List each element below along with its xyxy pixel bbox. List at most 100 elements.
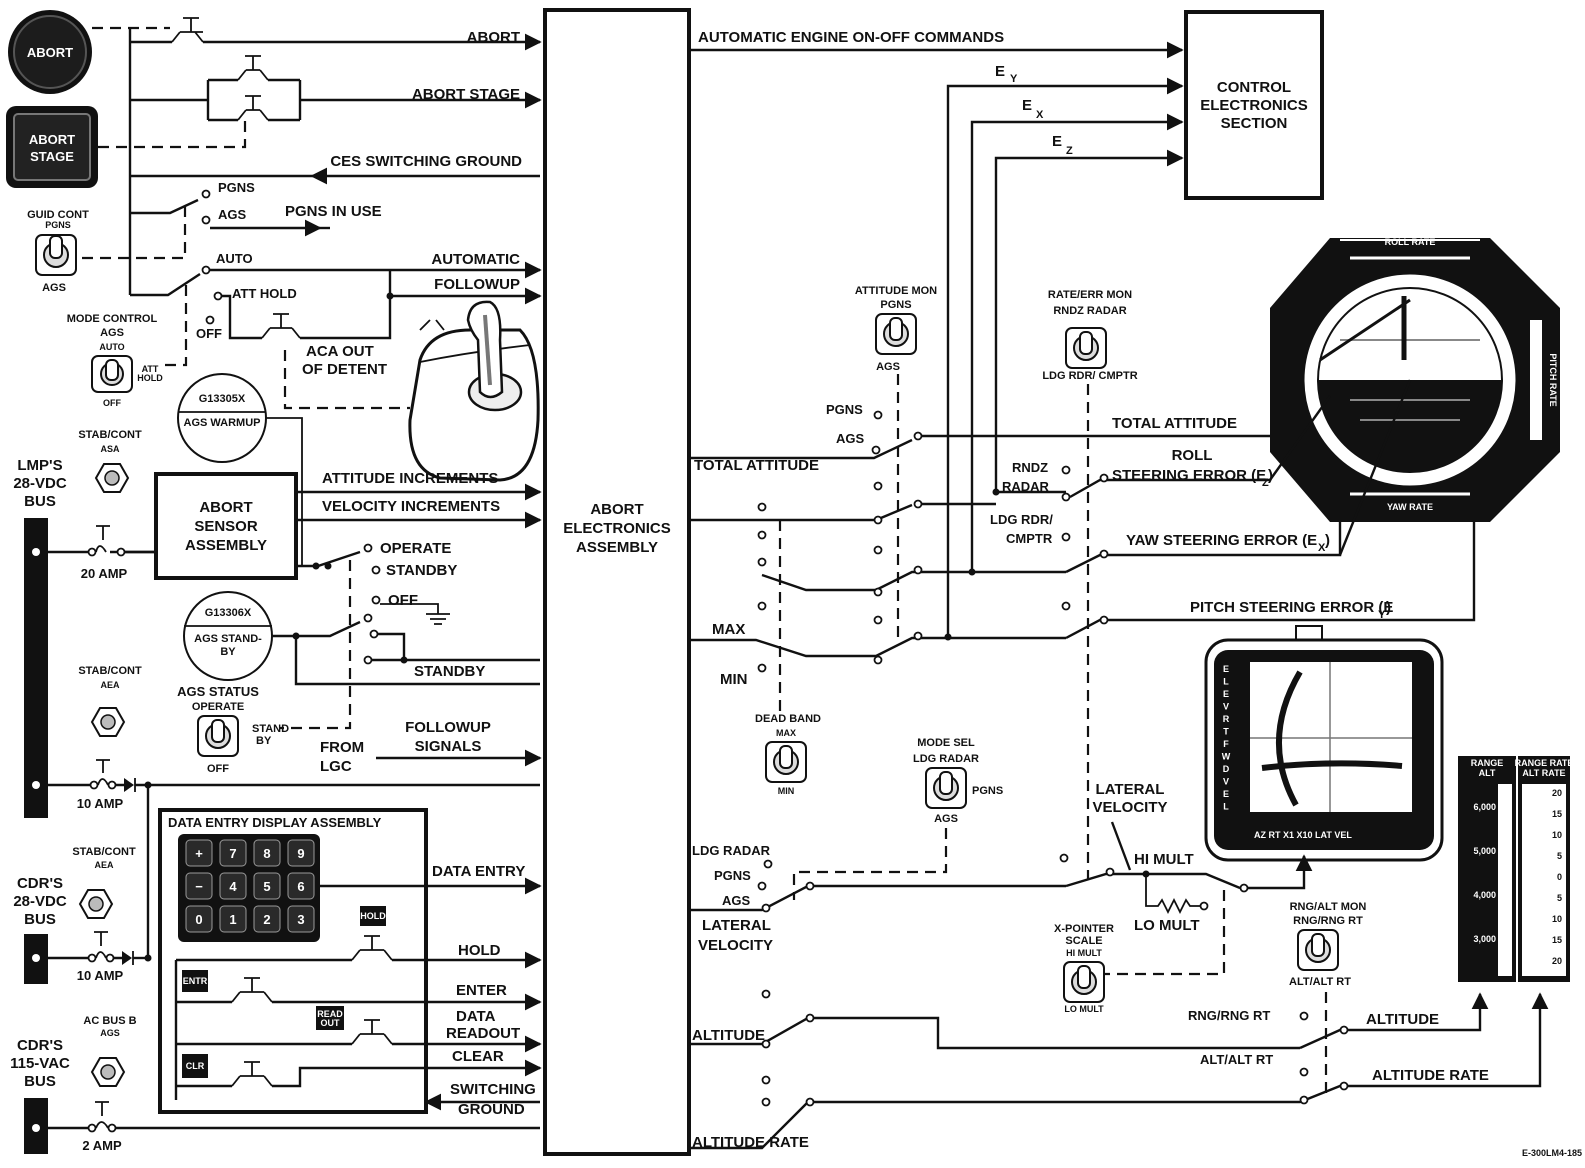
attitude-mon-toggle[interactable]: ATTITUDE MON PGNS AGS (855, 285, 937, 373)
x-pointer-elev-letter: T (1223, 727, 1229, 737)
pitch-steering-sub: Y (1378, 609, 1386, 621)
clr-key-label: CLR (186, 1061, 205, 1071)
data-entry-label: DATA ENTRY (432, 863, 525, 880)
mode-sel-label: MODE SEL (917, 737, 975, 749)
pgns-in-use-label: PGNS IN USE (285, 203, 382, 220)
cdr-115-bus-bar (24, 1098, 48, 1154)
guid-cont-label: GUID CONT (27, 209, 89, 221)
altitude-rate-left-label: ALTITUDE RATE (692, 1134, 809, 1151)
total-attitude-right-label: TOTAL ATTITUDE (1112, 415, 1237, 432)
pgns-pos-label: PGNS (826, 402, 863, 417)
roll-steering-close: ) (1268, 467, 1273, 484)
entr-key[interactable]: ENTR (182, 970, 208, 992)
max-label: MAX (712, 621, 745, 638)
readout-key[interactable]: READ OUT (316, 1006, 344, 1030)
mode-control-label: MODE CONTROL (67, 313, 158, 325)
switching-ground-label-1: SWITCHING (450, 1081, 536, 1098)
circuit-breaker-aea[interactable] (90, 707, 126, 737)
aea-box-label-2: ELECTRONICS (563, 520, 671, 537)
attitude-mon-ags-label: AGS (876, 361, 900, 373)
pgns-low-label: PGNS (714, 868, 751, 883)
keypad-key-label: 9 (297, 846, 304, 861)
cdr-115-bus-label-1: CDR'S (17, 1037, 63, 1054)
asa-box-label-3: ASSEMBLY (185, 537, 267, 554)
att-hold-position-label: ATT HOLD (232, 286, 297, 301)
mode-control-toggle[interactable]: MODE CONTROL AGS AUTO ATT HOLD OFF (67, 313, 163, 408)
mode-sel-toggle[interactable]: MODE SEL LDG RADAR PGNS AGS (913, 737, 1003, 825)
keypad-key[interactable]: + (185, 839, 213, 867)
keypad-key[interactable]: − (185, 872, 213, 900)
rate-err-mon-toggle[interactable]: RATE/ERR MON RNDZ RADAR LDG RDR/ CMPTR (1042, 289, 1137, 382)
ldg-rdr-label: LDG RDR/ (990, 512, 1053, 527)
x-pointer-scale-toggle[interactable]: X-POINTER SCALE HI MULT LO MULT (1054, 923, 1114, 1014)
pgns-position-label: PGNS (218, 180, 255, 195)
ac-bus-b-ags-label: AGS (100, 1028, 120, 1038)
roll-steering-label: STEERING ERROR (E (1112, 467, 1266, 484)
amp-10a-label: 10 AMP (77, 796, 124, 811)
yaw-steering-close: ) (1325, 532, 1330, 549)
keypad-key[interactable]: 1 (219, 905, 247, 933)
hold-key-label: HOLD (360, 911, 386, 921)
ces-label-2: ELECTRONICS (1200, 97, 1308, 114)
keypad-key-label: − (195, 879, 203, 894)
ags-standby-label-1: AGS STAND- (194, 633, 262, 645)
auto-position-label: AUTO (216, 251, 253, 266)
mode-sel-ags-label: AGS (934, 813, 958, 825)
rng-alt-mon-label-2: RNG/RNG RT (1293, 915, 1363, 927)
ex-sub-label: X (1036, 109, 1044, 121)
data-readout-label-1: DATA (456, 1008, 496, 1025)
lateral-velocity-left-1: LATERAL (702, 917, 771, 934)
off-position-label: OFF (196, 326, 222, 341)
asa-box-label-1: ABORT (199, 499, 252, 516)
keypad-key[interactable]: 7 (219, 839, 247, 867)
tape-rate-tick: 5 (1557, 851, 1562, 861)
ags-status-off-label: OFF (207, 763, 229, 775)
switching-ground-label-2: GROUND (458, 1101, 525, 1118)
auto-engine-label: AUTOMATIC ENGINE ON-OFF COMMANDS (698, 29, 1004, 46)
hi-mult-label: HI MULT (1134, 851, 1194, 868)
guid-cont-pgns-label: PGNS (45, 220, 71, 230)
keypad-key[interactable]: 5 (253, 872, 281, 900)
guid-cont-toggle[interactable]: GUID CONT PGNS AGS (27, 209, 89, 294)
mode-att-label: ATT (142, 364, 159, 374)
tape-alt-tick: 3,000 (1473, 934, 1496, 944)
mode-hold-label: HOLD (137, 373, 163, 383)
deda-keypad (178, 834, 320, 942)
followup-label: FOLLOWUP (434, 276, 520, 293)
keypad-key[interactable]: 4 (219, 872, 247, 900)
dead-band-toggle[interactable]: DEAD BAND MAX MIN (755, 713, 821, 796)
from-lgc-label-1: FROM (320, 739, 364, 756)
keypad-key[interactable]: 8 (253, 839, 281, 867)
asa-label: ASA (100, 444, 120, 454)
circuit-breaker-ac-bus-b[interactable] (90, 1057, 126, 1087)
lmp-bus-label-3: BUS (24, 493, 56, 510)
attitude-increments-label: ATTITUDE INCREMENTS (322, 470, 498, 487)
abort-pushbutton[interactable]: ABORT (8, 10, 92, 94)
hold-key[interactable]: HOLD (360, 906, 386, 926)
tape-alt-rate-label: ALT RATE (1522, 768, 1565, 778)
stab-cont-2-label: STAB/CONT (78, 665, 142, 677)
abort-stage-pushbutton[interactable]: ABORT STAGE (6, 106, 98, 188)
keypad-key[interactable]: 6 (287, 872, 315, 900)
ags-low-label: AGS (722, 893, 751, 908)
circuit-breaker-asa[interactable] (94, 463, 130, 493)
keypad-key[interactable]: 0 (185, 905, 213, 933)
off-ground-label: OFF (388, 592, 418, 609)
aca-out-label: ACA OUT (306, 343, 374, 360)
pitch-steering-label: PITCH STEERING ERROR (E (1190, 599, 1393, 616)
ags-status-toggle[interactable]: AGS STATUS OPERATE STAND BY OFF (177, 684, 289, 775)
aea-box-label-3: ASSEMBLY (576, 539, 658, 556)
clr-key[interactable]: CLR (182, 1054, 208, 1078)
ey-label: E (995, 63, 1005, 80)
circuit-breaker-cdr-aea[interactable] (78, 889, 114, 919)
from-lgc-label-2: LGC (320, 758, 352, 775)
keypad-key-label: 0 (195, 912, 202, 927)
keypad-key[interactable]: 2 (253, 905, 281, 933)
keypad-key[interactable]: 3 (287, 905, 315, 933)
keypad-key[interactable]: 9 (287, 839, 315, 867)
dead-band-max-label: MAX (776, 728, 796, 738)
rng-alt-mon-toggle[interactable]: RNG/ALT MON RNG/RNG RT ALT/ALT RT (1289, 901, 1366, 988)
ces-label-1: CONTROL (1217, 79, 1291, 96)
fdai-ball-indicator: ROLL RATE YAW RATE PITCH RATE (1270, 237, 1560, 522)
rate-err-mon-ldg-label: LDG RDR/ CMPTR (1042, 370, 1137, 382)
